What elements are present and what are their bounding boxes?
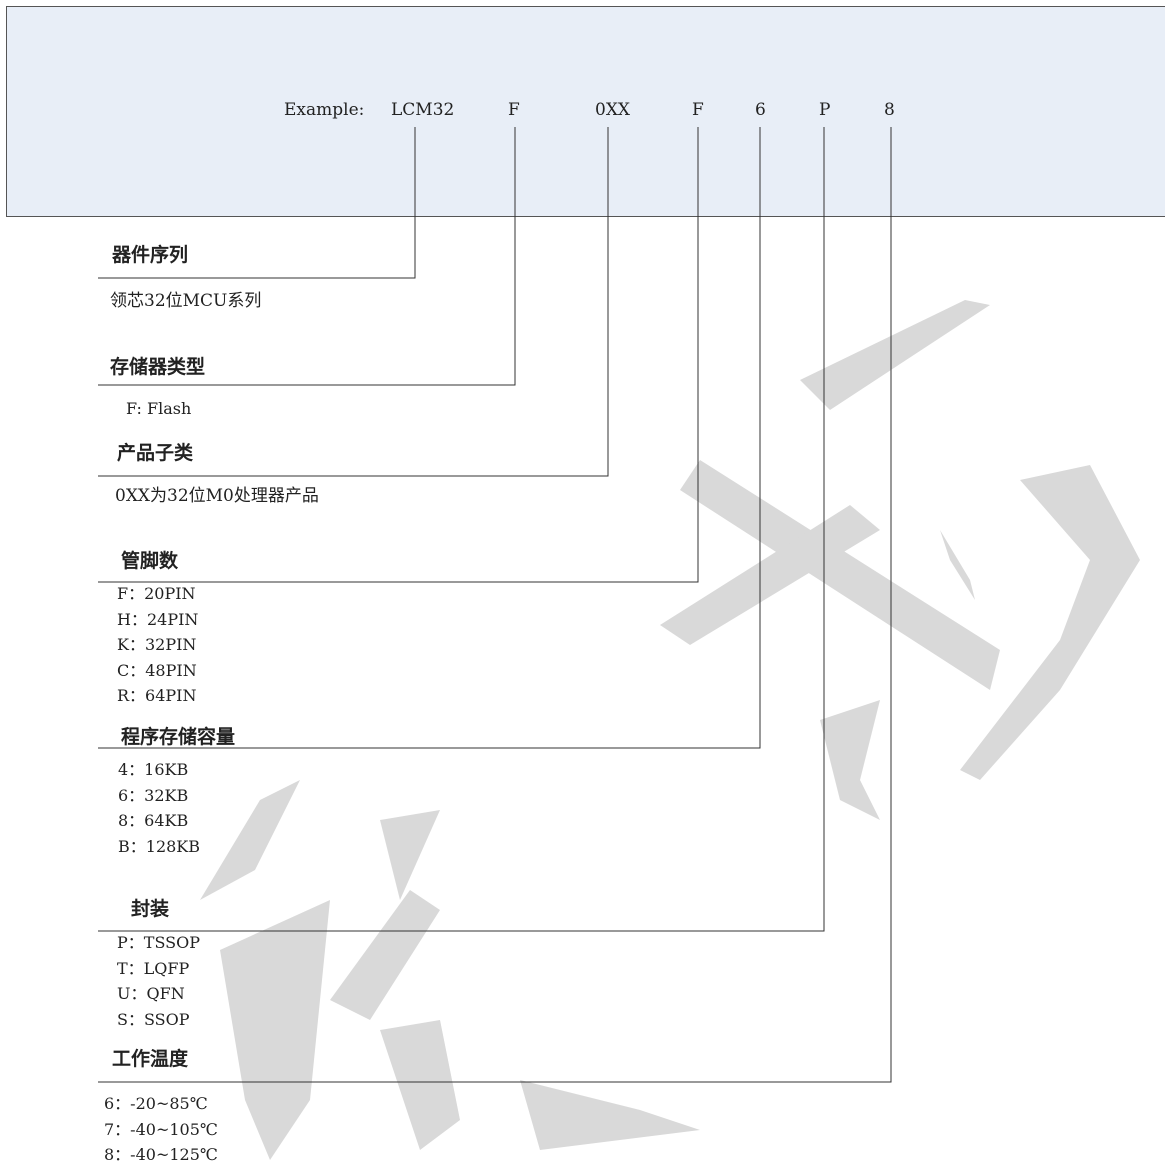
subclass-description: 0XX为32位M0处理器产品: [115, 486, 319, 506]
option-item: B：128KB: [118, 836, 201, 856]
temperature-title: 工作温度: [112, 1048, 189, 1070]
option-item: 6：-20~85℃: [104, 1094, 208, 1113]
connector-series: [98, 127, 416, 279]
connector-temperature: [98, 127, 892, 1083]
example-header-box: [6, 6, 1165, 217]
option-item: P：TSSOP: [117, 933, 200, 952]
option-item: 4：16KB: [118, 760, 189, 779]
option-item: 6：32KB: [118, 785, 189, 805]
pin-count-options: F：20PIN H：24PIN K：32PIN C：48PIN R：64PIN: [117, 581, 198, 709]
example-part-series: LCM32: [391, 100, 455, 120]
option-item: 7：-40~105℃: [104, 1119, 218, 1139]
example-part-subclass: 0XX: [595, 100, 631, 120]
memory-type-options: F: Flash: [126, 396, 191, 422]
pin-count-title: 管脚数: [121, 550, 179, 572]
option-item: U：QFN: [117, 984, 185, 1003]
flash-size-title: 程序存储容量: [121, 726, 236, 748]
series-description: 领芯32位MCU系列: [110, 291, 262, 311]
connector-subclass: [98, 127, 609, 477]
option-item: H：24PIN: [117, 609, 199, 629]
option-item: F: Flash: [126, 399, 192, 418]
option-item: F：20PIN: [117, 584, 196, 603]
option-item: S：SSOP: [117, 1009, 190, 1029]
option-item: 8：-40~125℃: [104, 1145, 218, 1164]
option-item: R：64PIN: [117, 686, 197, 705]
example-part-pins: F: [692, 100, 704, 120]
example-label: Example:: [284, 100, 365, 120]
option-item: C：48PIN: [117, 660, 197, 680]
connector-flash-size: [98, 127, 761, 749]
example-part-temperature: 8: [884, 100, 895, 120]
option-item: 8：64KB: [118, 811, 189, 830]
connector-memory: [98, 127, 516, 386]
example-part-memory: F: [508, 100, 520, 120]
example-part-package: P: [819, 100, 831, 120]
option-item: K：32PIN: [117, 635, 197, 654]
series-title: 器件序列: [112, 244, 189, 266]
package-title: 封装: [131, 898, 170, 920]
example-part-flash-size: 6: [755, 100, 766, 120]
package-options: P：TSSOP T：LQFP U：QFN S：SSOP: [117, 930, 200, 1032]
memory-type-title: 存储器类型: [110, 356, 206, 378]
subclass-title: 产品子类: [117, 442, 194, 464]
temperature-options: 6：-20~85℃ 7：-40~105℃ 8：-40~125℃: [104, 1091, 218, 1168]
connector-package: [98, 127, 825, 932]
connector-pins: [98, 127, 699, 583]
option-item: T：LQFP: [117, 958, 190, 978]
flash-size-options: 4：16KB 6：32KB 8：64KB B：128KB: [118, 757, 200, 859]
